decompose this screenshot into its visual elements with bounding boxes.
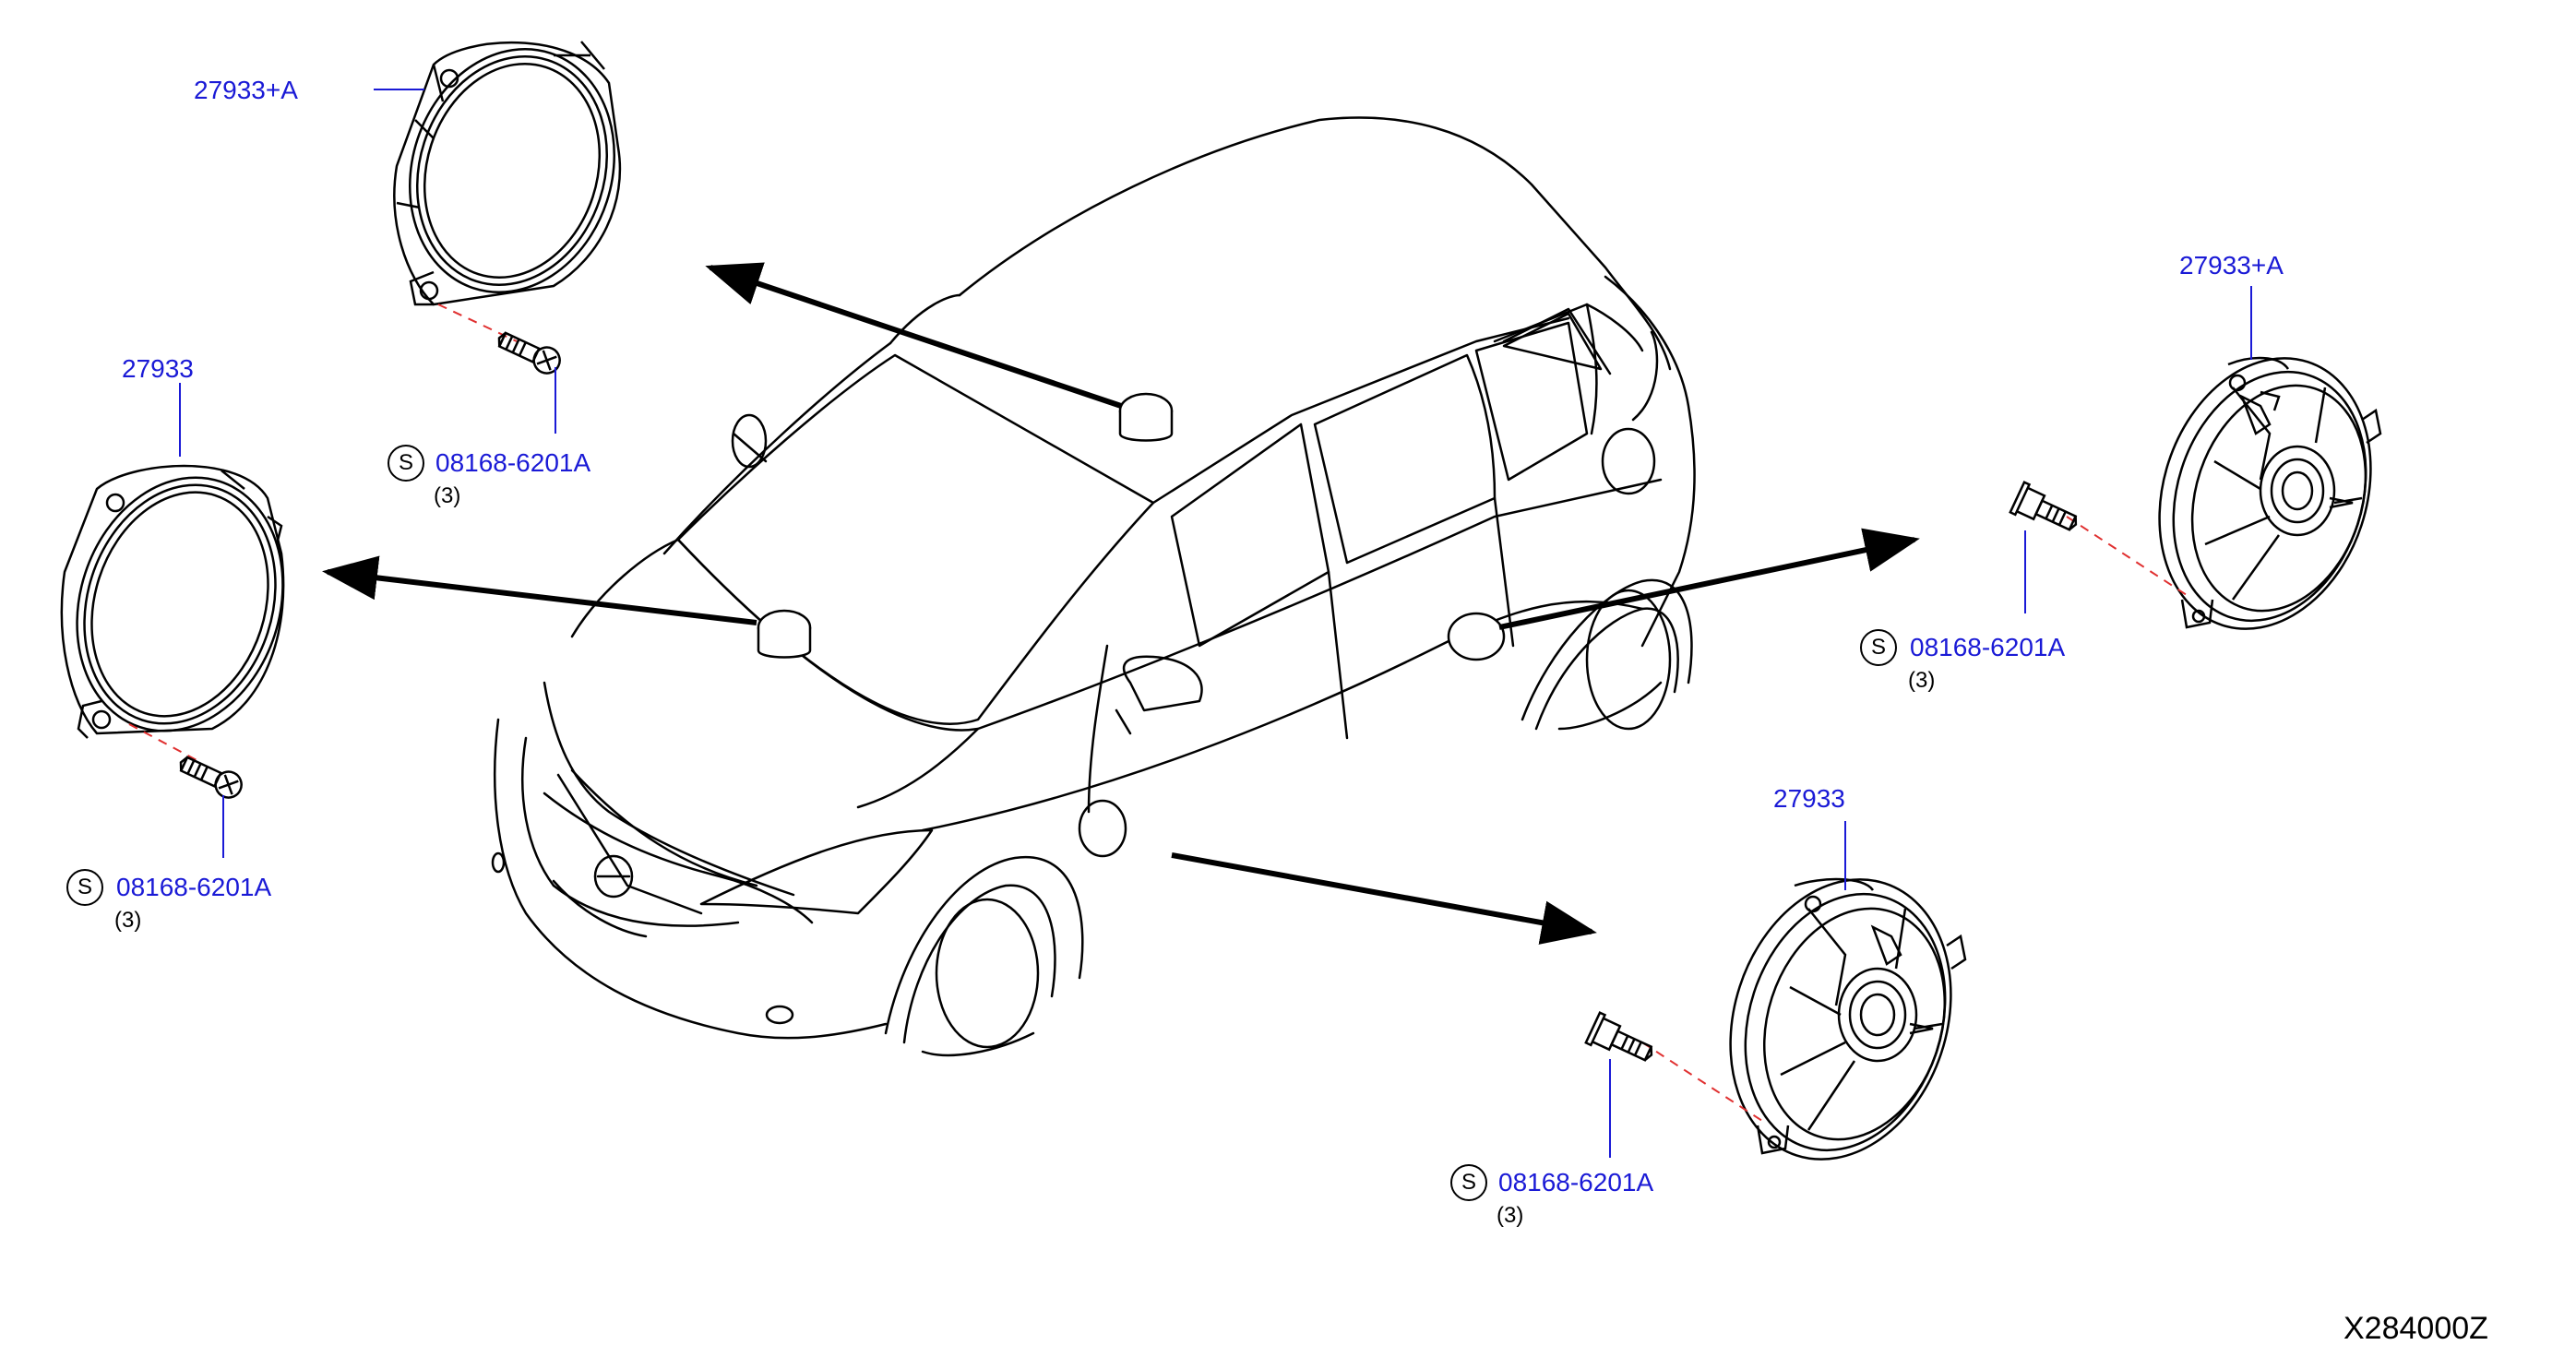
- screw-symbol-lower-left: S: [66, 869, 103, 906]
- qty-lower-left: (3): [114, 908, 142, 933]
- speaker-location-markers: [757, 392, 1506, 661]
- part-number-lower-left: 27933: [122, 354, 194, 383]
- arrow-icon: [1171, 852, 1597, 945]
- speaker-icon: [60, 464, 285, 739]
- arrow-icon: [705, 262, 1122, 409]
- screw-icon: [2009, 481, 2078, 531]
- diagram-reference: X284000Z: [2343, 1311, 2488, 1346]
- screw-icon: [1584, 1011, 1653, 1062]
- qty-upper-left: (3): [434, 483, 461, 508]
- dashed-guide: [128, 723, 199, 762]
- speaker-icon: [2158, 356, 2382, 630]
- part-number-upper-left: 27933+A: [194, 76, 298, 104]
- part-number-lower-right: 27933: [1773, 784, 1845, 813]
- speaker-upper-right: [2009, 286, 2382, 630]
- marker-front-left-tweeter: [1118, 392, 1174, 442]
- dashed-guide: [1641, 1042, 1763, 1122]
- screw-icon: [497, 331, 561, 375]
- screw-symbol-upper-right: S: [1860, 629, 1897, 666]
- qty-lower-right: (3): [1497, 1203, 1524, 1228]
- speaker-icon: [1729, 877, 1967, 1161]
- screw-part-lower-right: 08168-6201A: [1498, 1168, 1654, 1196]
- arrow-icon: [1498, 528, 1920, 630]
- screw-part-lower-left: 08168-6201A: [116, 873, 272, 901]
- speaker-lower-right: [1584, 821, 1967, 1161]
- arrow-icon: [322, 555, 757, 625]
- part-number-upper-right: 27933+A: [2179, 251, 2284, 280]
- tweeter-icon: [393, 41, 622, 306]
- arrows: [322, 262, 1920, 945]
- screw-symbol-upper-left: S: [388, 445, 424, 482]
- marker-rear-right-door: [1447, 612, 1506, 661]
- screw-part-upper-left: 08168-6201A: [435, 448, 591, 477]
- screw-symbol-lower-right: S: [1450, 1164, 1487, 1201]
- speaker-upper-left: [374, 41, 622, 434]
- speaker-lower-left: [60, 383, 285, 858]
- screw-icon: [179, 756, 243, 799]
- marker-front-right-tweeter: [757, 609, 812, 659]
- qty-upper-right: (3): [1908, 668, 1936, 693]
- car-outline-icon: [491, 116, 1696, 1057]
- screw-part-upper-right: 08168-6201A: [1910, 633, 2066, 661]
- dashed-guide: [2066, 516, 2188, 596]
